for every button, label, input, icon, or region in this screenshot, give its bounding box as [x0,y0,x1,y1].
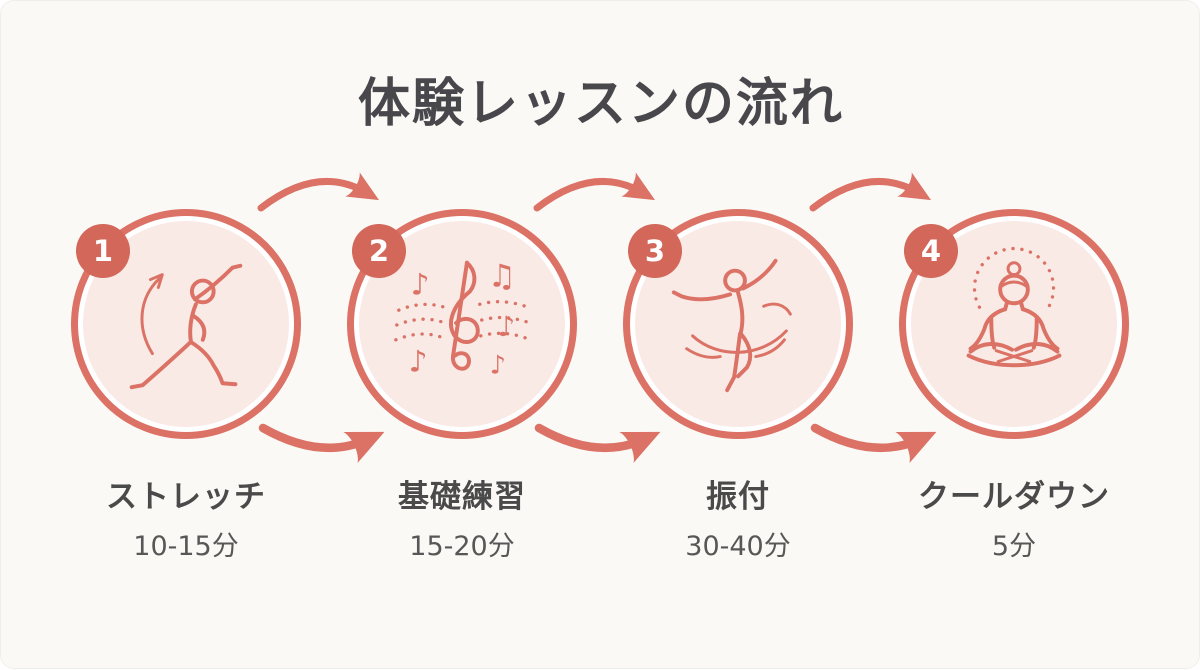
step-duration: 5分 [991,531,1037,562]
step-basic-practice: 2 ♪ ♫ ♪ ♪ ♪ [324,209,600,563]
svg-text:♪: ♪ [409,344,428,378]
step-label: ストレッチ [106,479,266,515]
svg-text:♪: ♪ [411,267,430,301]
music-notes-icon: ♪ ♫ ♪ ♪ ♪ [383,245,541,403]
arrow-top-2 [533,172,656,212]
step-stretch: 1 ストレッチ 10-15分 [48,209,324,563]
svg-text:♪: ♪ [490,350,506,380]
step-number-badge: 1 [76,224,130,278]
step-duration: 15-20分 [409,531,515,562]
meditation-icon [935,245,1093,403]
ballet-dancer-icon [659,245,817,403]
svg-text:♪: ♪ [498,310,516,343]
step-number-badge: 2 [352,224,406,278]
step-duration: 10-15分 [133,531,239,562]
arrow-top-3 [809,172,932,212]
page-title: 体験レッスンの流れ [357,73,844,134]
step-duration: 30-40分 [685,531,791,562]
svg-text:♫: ♫ [488,258,516,294]
step-circle [623,209,853,439]
stretching-figure-icon [107,245,265,403]
step-choreography: 3 振付 30-40分 [600,209,876,563]
step-number-badge: 4 [904,224,958,278]
arrow-top-1 [257,172,380,212]
step-label: クールダウン [918,479,1110,515]
step-label: 振付 [706,479,770,515]
step-number-badge: 3 [628,224,682,278]
step-cooldown: 4 クー [876,209,1152,563]
step-label: 基礎練習 [398,479,526,515]
